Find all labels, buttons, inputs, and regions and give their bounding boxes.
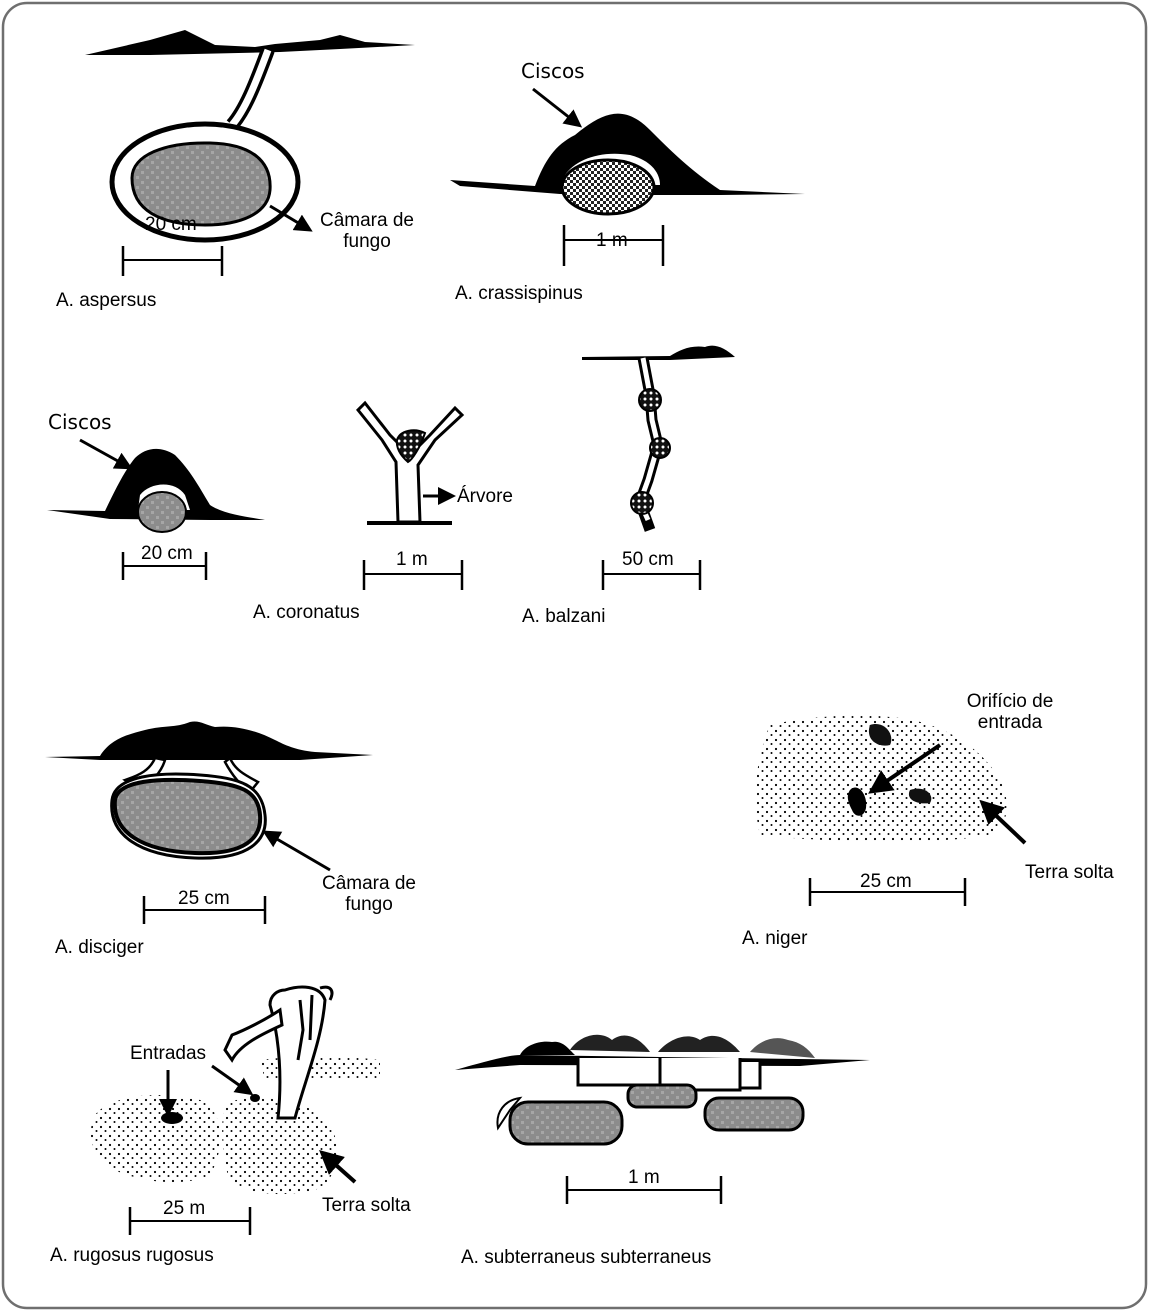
disciger-species-label: A. disciger [55, 937, 144, 958]
aspersus-chamber-label-line2: fungo [312, 231, 422, 252]
coronatus-scale-label: 1 m [396, 549, 428, 570]
ciscos-fungus [138, 492, 186, 532]
niger-entrance-label-line2: entrada [945, 712, 1075, 733]
coronatus-species-label: A. coronatus [253, 602, 360, 623]
disciger-chamber-label-line1: Câmara de [314, 873, 424, 894]
balzani-chamber-2 [650, 438, 670, 458]
aspersus-scale-label: 20 cm [145, 214, 197, 235]
rugosus-entrances-label: Entradas [130, 1043, 206, 1064]
niger-species-label: A. niger [742, 928, 807, 949]
crassispinus-scale-label: 1 m [596, 230, 628, 251]
coronatus-tree-label: Árvore [457, 486, 513, 507]
balzani-scale-label: 50 cm [622, 549, 674, 570]
aspersus-fungus [132, 143, 270, 225]
crassispinus-species-label: A. crassispinus [455, 283, 583, 304]
ciscos-debris-label: Ciscos [48, 411, 112, 433]
subterraneus-chamber-3 [705, 1098, 803, 1130]
subterraneus-chamber-2 [628, 1085, 696, 1107]
niger-soil-label: Terra solta [1025, 862, 1114, 883]
niger-scale-label: 25 cm [860, 871, 912, 892]
subterraneus-scale-label: 1 m [628, 1167, 660, 1188]
ciscos-scale-label: 20 cm [141, 543, 193, 564]
rugosus-species-label: A. rugosus rugosus [50, 1245, 214, 1266]
disciger-scale-label: 25 cm [178, 888, 230, 909]
balzani-chamber-1 [639, 389, 661, 411]
aspersus-species-label: A. aspersus [56, 290, 156, 311]
rugosus-scale-label: 25 m [163, 1198, 205, 1219]
niger-entrance-label: Orifício de entrada [945, 691, 1075, 734]
crassispinus-fungus [562, 160, 654, 214]
disciger-chamber-label: Câmara de fungo [314, 873, 424, 916]
rugosus-entrance-1 [161, 1112, 183, 1124]
crassispinus-debris-label: Ciscos [521, 60, 585, 82]
subterraneus-species-label: A. subterraneus subterraneus [461, 1247, 711, 1268]
rugosus-entrance-2 [250, 1094, 260, 1102]
balzani-species-label: A. balzani [522, 606, 605, 627]
balzani-chamber-3 [631, 492, 653, 514]
disciger-chamber-label-line2: fungo [314, 894, 424, 915]
aspersus-chamber-label: Câmara de fungo [312, 210, 422, 253]
niger-entrance-label-line1: Orifício de [945, 691, 1075, 712]
aspersus-chamber-label-line1: Câmara de [312, 210, 422, 231]
rugosus-soil-label: Terra solta [322, 1195, 411, 1216]
subterraneus-chamber-1 [510, 1102, 622, 1144]
